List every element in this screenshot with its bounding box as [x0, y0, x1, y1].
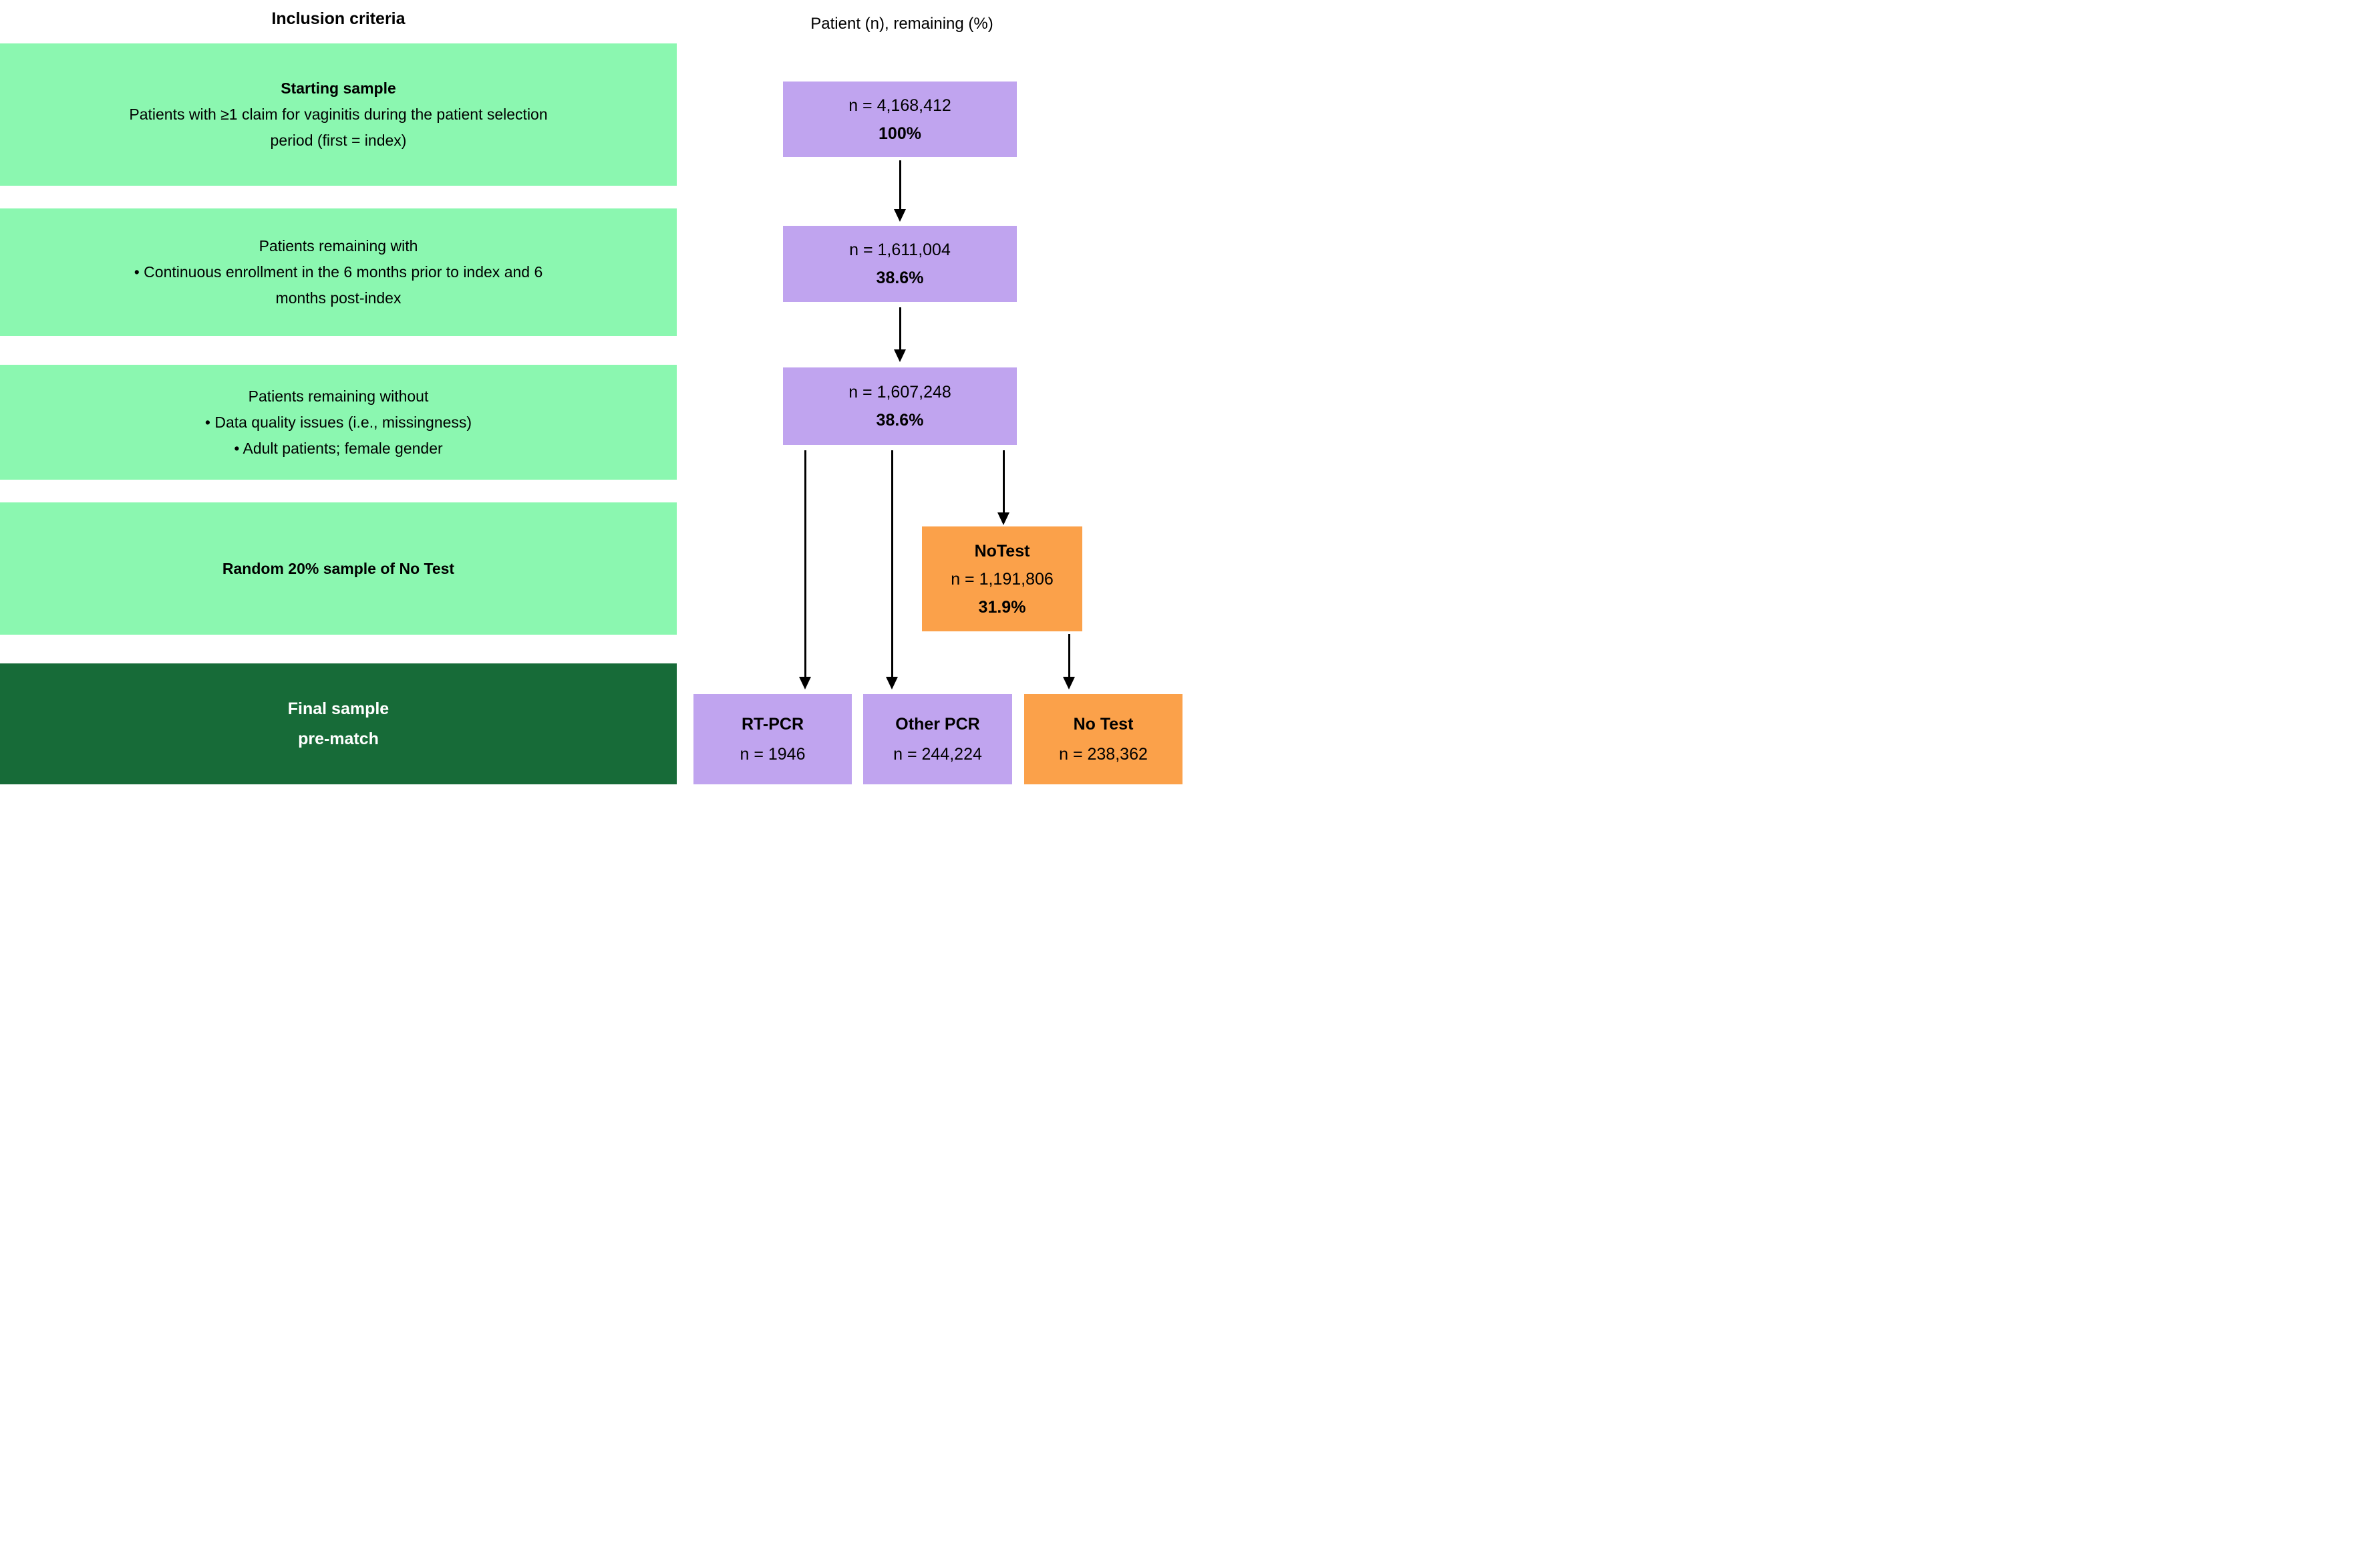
arrow-stem [1068, 634, 1070, 677]
node-n-value: n = 1946 [740, 744, 806, 764]
arrow-head [997, 512, 1009, 525]
node-n-value: n = 244,224 [893, 744, 982, 764]
down-arrow-icon-notest-final [1063, 634, 1075, 689]
final-sample-line: pre-match [298, 729, 379, 748]
criteria-box-data-quality: Patients remaining without • Data qualit… [0, 365, 677, 480]
flow-node-otherpcr: Other PCR n = 244,224 [863, 694, 1012, 784]
criteria-line: Patients with ≥1 claim for vaginitis dur… [129, 106, 548, 123]
criteria-title: Patients remaining without [248, 387, 429, 405]
node-label: No Test [1073, 714, 1134, 734]
node-percent: 38.6% [876, 411, 924, 430]
criteria-title: Random 20% sample of No Test [222, 559, 455, 577]
down-arrow-icon [894, 160, 906, 222]
criteria-line: • Adult patients; female gender [234, 439, 443, 457]
final-sample-line: Final sample [287, 699, 389, 718]
arrow-head [1063, 677, 1075, 689]
flow-node-starting-n: n = 4,168,412 100% [783, 82, 1017, 157]
node-label: Other PCR [895, 714, 980, 734]
arrow-head [886, 677, 898, 689]
node-label: RT-PCR [741, 714, 804, 734]
flow-node-notest-final: No Test n = 238,362 [1024, 694, 1182, 784]
node-n-value: n = 4,168,412 [848, 96, 951, 115]
arrow-stem [1002, 450, 1005, 512]
arrow-stem [804, 450, 806, 677]
criteria-line: • Data quality issues (i.e., missingness… [204, 413, 472, 431]
down-arrow-icon-rtpcr [799, 450, 811, 689]
arrow-head [894, 349, 906, 362]
flow-node-notest: NoTest n = 1,191,806 31.9% [922, 526, 1082, 631]
criteria-box-starting-sample: Starting sample Patients with ≥1 claim f… [0, 43, 677, 186]
arrow-head [799, 677, 811, 689]
arrow-stem [891, 450, 893, 677]
criteria-title: Starting sample [281, 80, 396, 97]
criteria-box-random-sample: Random 20% sample of No Test [0, 502, 677, 635]
inclusion-criteria-header: Inclusion criteria [271, 9, 406, 28]
flow-node-rtpcr: RT-PCR n = 1946 [693, 694, 852, 784]
criteria-line: period (first = index) [270, 132, 407, 149]
criteria-box-final-sample: Final sample pre-match [0, 663, 677, 784]
arrow-stem [899, 307, 901, 349]
patient-selection-flow-diagram: Inclusion criteria Patient (n), remainin… [0, 0, 1182, 784]
node-label: NoTest [974, 541, 1030, 561]
flow-node-quality-n: n = 1,607,248 38.6% [783, 367, 1017, 445]
arrow-stem [899, 160, 901, 209]
patient-remaining-header: Patient (n), remaining (%) [810, 15, 993, 33]
node-n-value: n = 1,611,004 [849, 241, 951, 259]
down-arrow-icon-otherpcr [886, 450, 898, 689]
down-arrow-icon [894, 307, 906, 362]
node-n-value: n = 1,607,248 [848, 383, 951, 402]
node-n-value: n = 238,362 [1059, 744, 1148, 764]
criteria-box-continuous-enrollment: Patients remaining with • Continuous enr… [0, 208, 677, 336]
criteria-line: • Continuous enrollment in the 6 months … [134, 263, 543, 281]
down-arrow-icon-notest [997, 450, 1009, 525]
node-percent: 38.6% [876, 269, 924, 287]
node-n-value: n = 1,191,806 [951, 569, 1054, 589]
criteria-line: months post-index [275, 289, 402, 307]
node-percent: 31.9% [978, 597, 1026, 617]
flow-node-enrollment-n: n = 1,611,004 38.6% [783, 226, 1017, 302]
arrow-head [894, 209, 906, 222]
criteria-title: Patients remaining with [259, 237, 418, 255]
node-percent: 100% [879, 124, 921, 143]
